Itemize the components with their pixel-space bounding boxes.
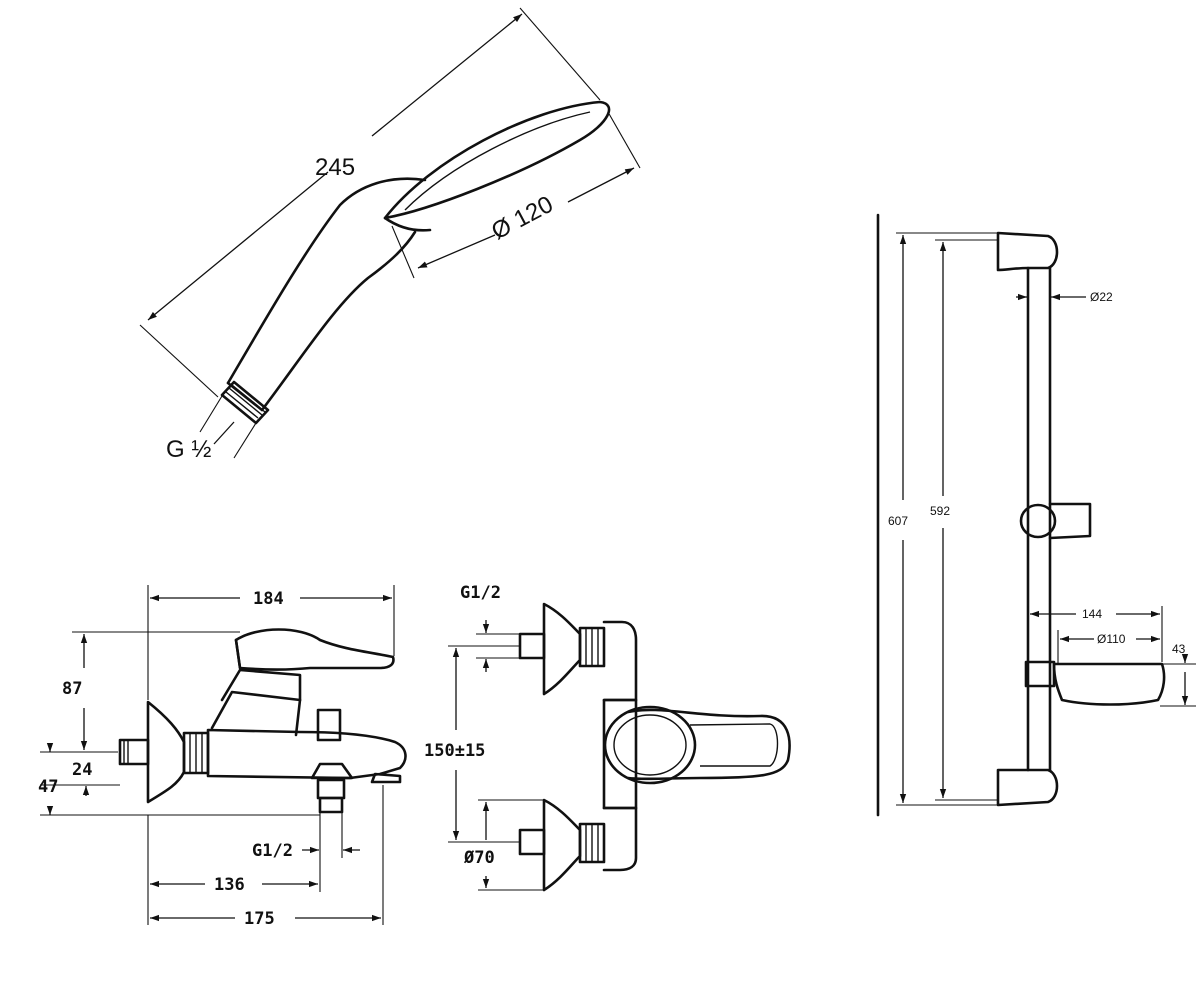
bath-mixer-side-drawing <box>118 628 407 814</box>
rail-inner-height-label: 592 <box>930 504 950 518</box>
dish-diameter-label: Ø110 <box>1097 632 1126 646</box>
rail-total-height-label: 607 <box>888 514 908 528</box>
shower-rail-dimensions <box>896 232 1196 806</box>
mixer-axis-height-label: 24 <box>72 760 92 780</box>
front-rosette-diameter-label: Ø70 <box>463 848 495 868</box>
hand-shower-thread-label: G ½ <box>166 436 211 463</box>
front-inlet-thread-label: G1/2 <box>460 583 501 603</box>
mixer-width-top-label: 184 <box>253 589 284 609</box>
dish-depth-label: 144 <box>1082 607 1102 621</box>
mixer-total-height-label: 47 <box>38 777 58 797</box>
bath-mixer-side-dimensions <box>40 585 395 925</box>
dish-height-label: 43 <box>1172 642 1186 656</box>
bath-mixer-front-dimensions <box>448 620 544 891</box>
hand-shower-length-label: 245 <box>315 154 355 181</box>
mixer-width-bottom-label: 175 <box>244 909 275 929</box>
mixer-lever-height-label: 87 <box>62 679 82 699</box>
mixer-outlet-distance-label: 136 <box>214 875 245 895</box>
mixer-outlet-thread-label: G1/2 <box>252 841 293 861</box>
bath-mixer-front-drawing <box>518 602 791 892</box>
rail-tube-diameter-label: Ø22 <box>1090 290 1113 304</box>
shower-rail-drawing <box>876 213 1166 817</box>
hand-shower-diameter-label: Ø 120 <box>487 191 557 246</box>
hand-shower-dimensions <box>139 7 641 459</box>
front-centres-label: 150±15 <box>424 741 485 761</box>
hand-shower-drawing <box>220 100 611 425</box>
